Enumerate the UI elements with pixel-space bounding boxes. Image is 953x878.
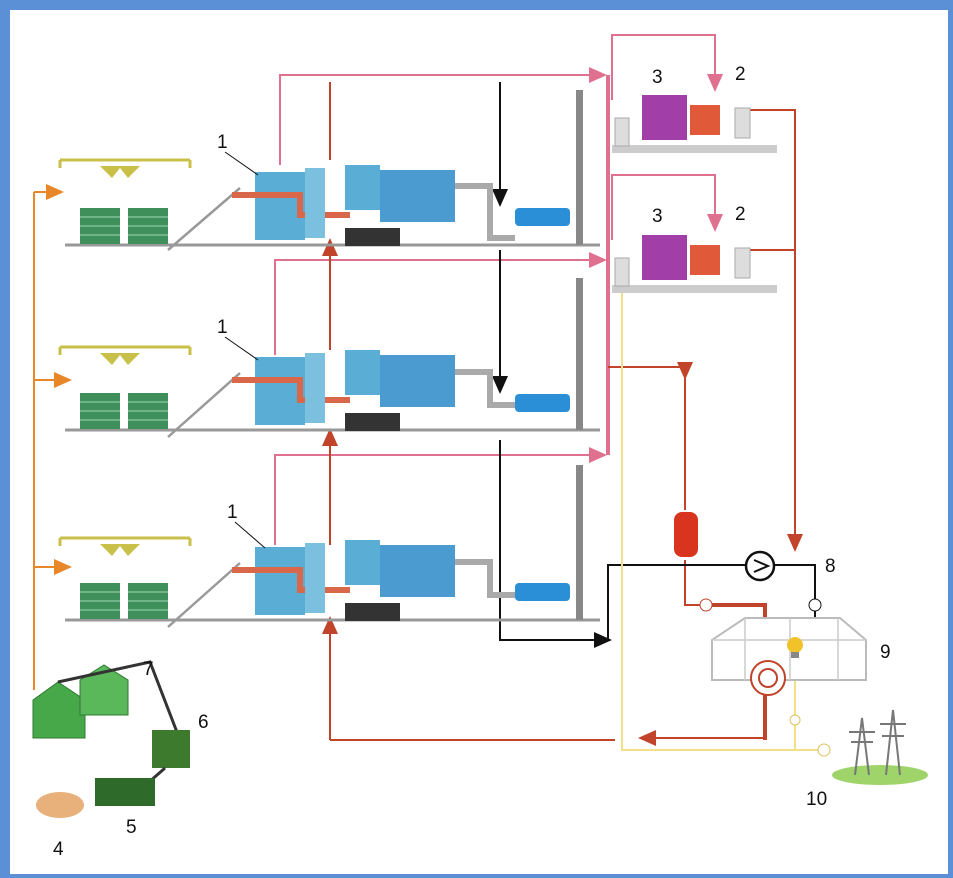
fuel-storage-icon: [79, 392, 169, 430]
callout-pump: 8: [825, 556, 836, 577]
fuel-feed-lines: [33, 184, 72, 690]
plant-row-1: [58, 90, 600, 251]
circulation-pump-icon: [744, 550, 776, 582]
diagram-canvas: 1 1 1 3 2 3 2 8 9 10 7 6 5 4: [10, 10, 948, 874]
process-diagram: 1 1 1 3 2 3 2 8 9 10 7 6 5 4: [32, 34, 928, 860]
crane-icon: [58, 158, 192, 180]
callout-turbine: 3: [652, 206, 663, 227]
filter-icon: [380, 170, 455, 222]
steam-lines: [274, 34, 723, 545]
chimney-icon: [576, 90, 583, 245]
return-lines: [492, 82, 816, 648]
callout-boiler: 1: [227, 502, 238, 523]
callout-wood-chips: 4: [53, 839, 64, 860]
crane-icon: [58, 536, 192, 558]
turbine-generator-set-2: [612, 235, 777, 293]
generator-icon: [690, 105, 720, 135]
power-meter-icon: [817, 743, 831, 757]
power-grid-icon: [832, 709, 928, 785]
fuel-storage-icon: [79, 207, 169, 245]
plant-row-2: [58, 278, 600, 438]
turbine-icon: [642, 95, 687, 140]
callout-power-grid: 10: [806, 789, 827, 810]
turbine-icon: [642, 235, 687, 280]
callout-greenhouse: 9: [880, 642, 891, 663]
conveyor-unit-icon: [152, 730, 190, 768]
crane-icon: [58, 345, 192, 367]
fuel-storage-icon: [79, 582, 169, 620]
boiler-icon: [255, 547, 305, 615]
power-meter-icon: [789, 714, 801, 726]
callout-generator: 2: [735, 204, 746, 225]
callout-turbine: 3: [652, 67, 663, 88]
wood-chips-icon: [36, 792, 84, 818]
heat-exchanger-icon: [515, 394, 570, 412]
callout-boiler: 1: [217, 132, 228, 153]
light-bulb-icon: [787, 637, 803, 658]
callout-conveyor-unit: 6: [198, 712, 209, 733]
callout-boiler: 1: [217, 317, 228, 338]
greenhouse-icon: [711, 617, 867, 696]
expansion-tank-icon: [674, 512, 698, 557]
heat-exchanger-icon: [515, 208, 570, 226]
turbine-generator-set-1: [612, 95, 777, 153]
callout-generator: 2: [735, 64, 746, 85]
heat-exchanger-icon: [515, 583, 570, 601]
callout-chipper: 5: [126, 817, 137, 838]
callout-silos: 7: [143, 659, 154, 680]
boiler-icon: [255, 357, 305, 425]
chipper-icon: [95, 778, 155, 806]
generator-icon: [690, 245, 720, 275]
chimney-icon: [576, 278, 583, 430]
filter-icon: [380, 355, 455, 407]
chimney-icon: [576, 465, 583, 620]
boiler-icon: [255, 172, 305, 240]
callout-labels: 1 1 1 3 2 3 2 8 9 10 7 6 5 4: [53, 64, 891, 860]
silos-icon: [32, 660, 182, 741]
valve-icon: [808, 598, 822, 612]
valve-icon: [699, 598, 713, 612]
plant-row-3: [58, 465, 600, 628]
hot-water-lines: [322, 82, 803, 746]
filter-icon: [380, 545, 455, 597]
